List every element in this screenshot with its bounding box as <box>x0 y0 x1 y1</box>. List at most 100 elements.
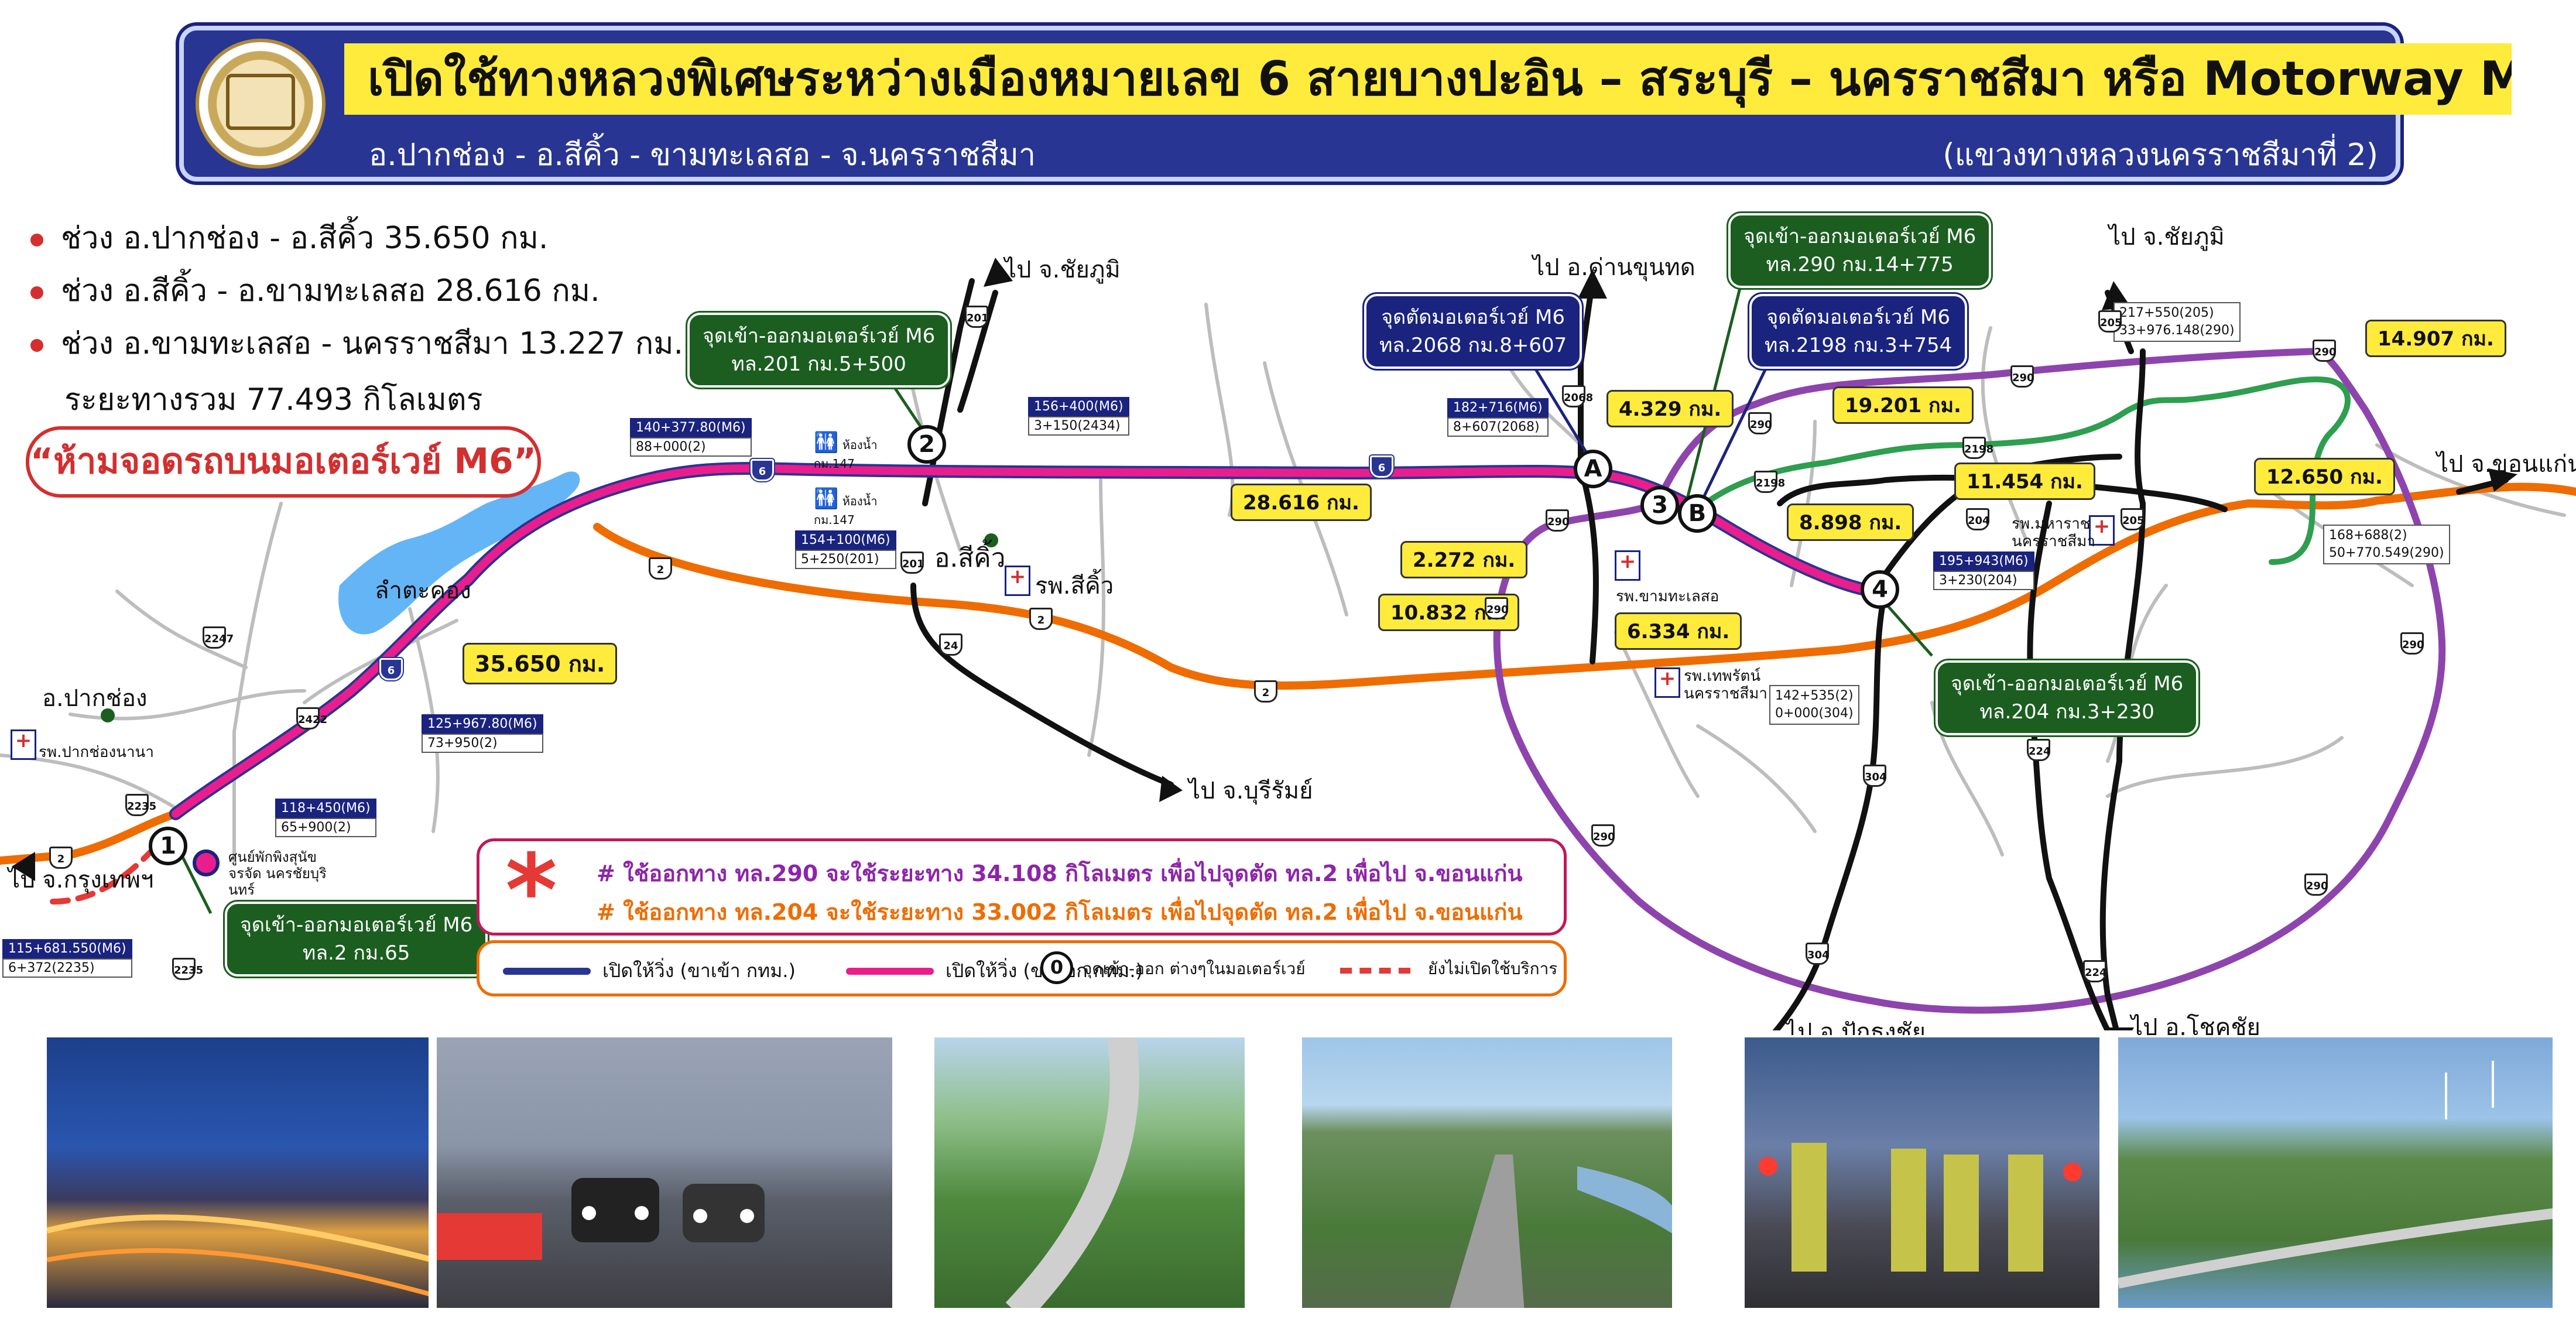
to-chaiyaphum-label-1: ไป จ.ชัยภูมิ <box>1005 256 1121 283</box>
photo-night-bridge-art <box>47 1214 429 1296</box>
route-shield: 2198 <box>1962 437 1993 459</box>
note-204: # ใช้ออกทาง ทล.204 จะใช้ระยะทาง 33.002 ก… <box>597 899 1523 925</box>
route-shield: 6 <box>378 657 404 681</box>
photo-reservoir-motorway-art <box>1450 1155 1672 1308</box>
route-shield: 204 <box>1966 508 1990 530</box>
distance-14907: 14.907 กม. <box>2365 320 2506 357</box>
distance-12650: 12.650 กม. <box>2254 458 2395 495</box>
hospital-khamthalesor: รพ.ขามทะเลสอ <box>1616 588 1719 605</box>
route-shield: 6 <box>749 458 775 482</box>
bullet-icon <box>30 339 43 352</box>
km-marker: 118+450(M6)65+900(2) <box>275 799 376 837</box>
sikhio-label: อ.สีคิ้ว <box>934 543 1006 573</box>
bullet-icon <box>30 286 43 299</box>
junction-node-a: A <box>1574 450 1612 488</box>
service-center-dot <box>193 849 220 876</box>
lamtakhong-label: ลำตะคอง <box>375 577 471 604</box>
route-shield: 290 <box>2010 365 2034 388</box>
junction-node-b: B <box>1678 494 1717 533</box>
total-distance: ระยะทางรวม 77.493 กิโลเมตร <box>64 382 483 417</box>
route-shield: 290 <box>2313 340 2337 362</box>
photo-reservoir-motorway <box>1300 1035 1674 1310</box>
hospital-icon <box>11 729 36 760</box>
photo-wind-turbines <box>2116 1035 2555 1310</box>
route-shield: 290 <box>1485 597 1509 619</box>
to-chaiyaphum-label-2: ไป จ.ชัยภูมิ <box>2109 224 2225 251</box>
junction-node-1: 1 <box>149 827 187 865</box>
route-shield: 6 <box>1369 454 1395 479</box>
route-shield: 201 <box>965 306 989 328</box>
distance-35650: 35.650 กม. <box>463 643 618 684</box>
photo-police-team-art <box>1759 1143 2082 1272</box>
photo-motorway-aerial-art <box>1005 1037 1139 1308</box>
page-title: เปิดใช้ทางหลวงพิเศษระหว่างเมืองหมายเลข 6… <box>344 43 2512 115</box>
hospital-icon <box>2089 515 2115 546</box>
route-shield: 224 <box>2083 960 2107 982</box>
arrow-khonkaen <box>2488 468 2517 492</box>
legend-entry-label: จุดเข้า-ออก ต่างๆในมอเตอร์เวย์ <box>1083 959 1306 978</box>
route-shield: 24 <box>939 633 962 656</box>
route-shield: 205 <box>2121 508 2145 530</box>
sikhio-dot <box>984 533 998 547</box>
route-shield: 2068 <box>1562 385 1593 407</box>
to-khonkaen-label: ไป จ.ขอนแก่น <box>2437 451 2576 478</box>
legend-not-open-swatch <box>1340 968 1410 974</box>
km-marker: 140+377.80(M6)88+000(2) <box>630 418 752 457</box>
hospital-maharat: รพ.มหาราช นครราชสีมา <box>2012 515 2095 550</box>
pakchong-label: อ.ปากช่อง <box>42 685 148 712</box>
route-shield: 2235 <box>172 958 203 980</box>
department-seal-icon <box>196 39 326 169</box>
distance-6334: 6.334 กม. <box>1615 612 1742 650</box>
route-subtitle: อ.ปากช่อง - อ.สีคิ้ว - ขามทะเลสอ - จ.นคร… <box>369 138 1036 173</box>
to-danknuntot-label: ไป อ.ด่านขุนทด <box>1533 254 1695 281</box>
arrow-bangkok <box>12 852 35 881</box>
km-marker: 156+400(M6)3+150(2434) <box>1028 397 1129 436</box>
legend-inbound-label: เปิดให้วิ่ง (ขาเข้า กทม.) <box>602 960 796 982</box>
arrow-chokchai <box>2105 1027 2134 1030</box>
photo-opening-traffic <box>434 1035 895 1310</box>
photo-police-team <box>1742 1035 2102 1310</box>
hospital-thepparat: รพ.เทพรัตน์ นครราชสีมา <box>1684 667 1767 703</box>
route-shield: 290 <box>1748 412 1772 434</box>
photo-opening-traffic-art <box>437 1178 765 1260</box>
km-marker: 182+716(M6)8+607(2068) <box>1447 398 1549 437</box>
route-shield: 224 <box>2027 739 2051 761</box>
legend-outbound-swatch <box>846 968 934 975</box>
route-shield: 2422 <box>296 707 327 729</box>
highway-2 <box>0 482 2576 865</box>
junction-node-3: 3 <box>1640 486 1679 525</box>
distance-2272: 2.272 กม. <box>1400 541 1528 578</box>
route-shield: 2235 <box>125 794 156 816</box>
no-parking-warning: “ห้ามจอดรถบนมอเตอร์เวย์ M6” <box>26 426 541 498</box>
km-marker: 168+688(2)50+770.549(290) <box>2323 525 2450 564</box>
restroom-a: 🚻 ห้องน้ำ กม.147 <box>814 431 878 471</box>
junction-node-4: 4 <box>1861 570 1899 609</box>
arrow-danknuntot <box>1578 269 1607 299</box>
route-shield: 2 <box>1029 608 1053 630</box>
photo-wind-turbines-art <box>2118 1061 2553 1289</box>
district-office: (แขวงทางหลวงนครราชสีมาที่ 2) <box>1943 138 2378 173</box>
legend-not-open-label: ยังไม่เปิดใช้บริการ <box>1428 959 1558 978</box>
photo-motorway-aerial <box>932 1035 1247 1310</box>
route-shield: 290 <box>2400 632 2424 655</box>
legend-inbound-swatch <box>503 968 591 975</box>
route-shield: 290 <box>1591 824 1615 847</box>
hospital-pakchong: รพ.ปากช่องนานา <box>39 744 154 761</box>
bullet-icon <box>30 234 43 246</box>
hospital-icon <box>1615 550 1640 581</box>
segment-2: ช่วง อ.สีคิ้ว - อ.ขามทะเลสอ 28.616 กม. <box>30 266 600 314</box>
restroom-icon: 🚻 <box>814 431 839 454</box>
route-shield: 2 <box>1254 680 1277 703</box>
distance-28616: 28.616 กม. <box>1231 484 1372 521</box>
photo-night-bridge <box>44 1035 431 1310</box>
km-marker: 154+100(M6)5+250(201) <box>795 530 896 569</box>
distance-19201: 19.201 กม. <box>1832 386 1974 424</box>
route-shield: 2198 <box>1754 471 1785 493</box>
distance-4329: 4.329 กม. <box>1606 390 1734 427</box>
km-marker: 125+967.80(M6)73+950(2) <box>422 714 543 753</box>
lamtakhong-reservoir <box>338 471 580 635</box>
